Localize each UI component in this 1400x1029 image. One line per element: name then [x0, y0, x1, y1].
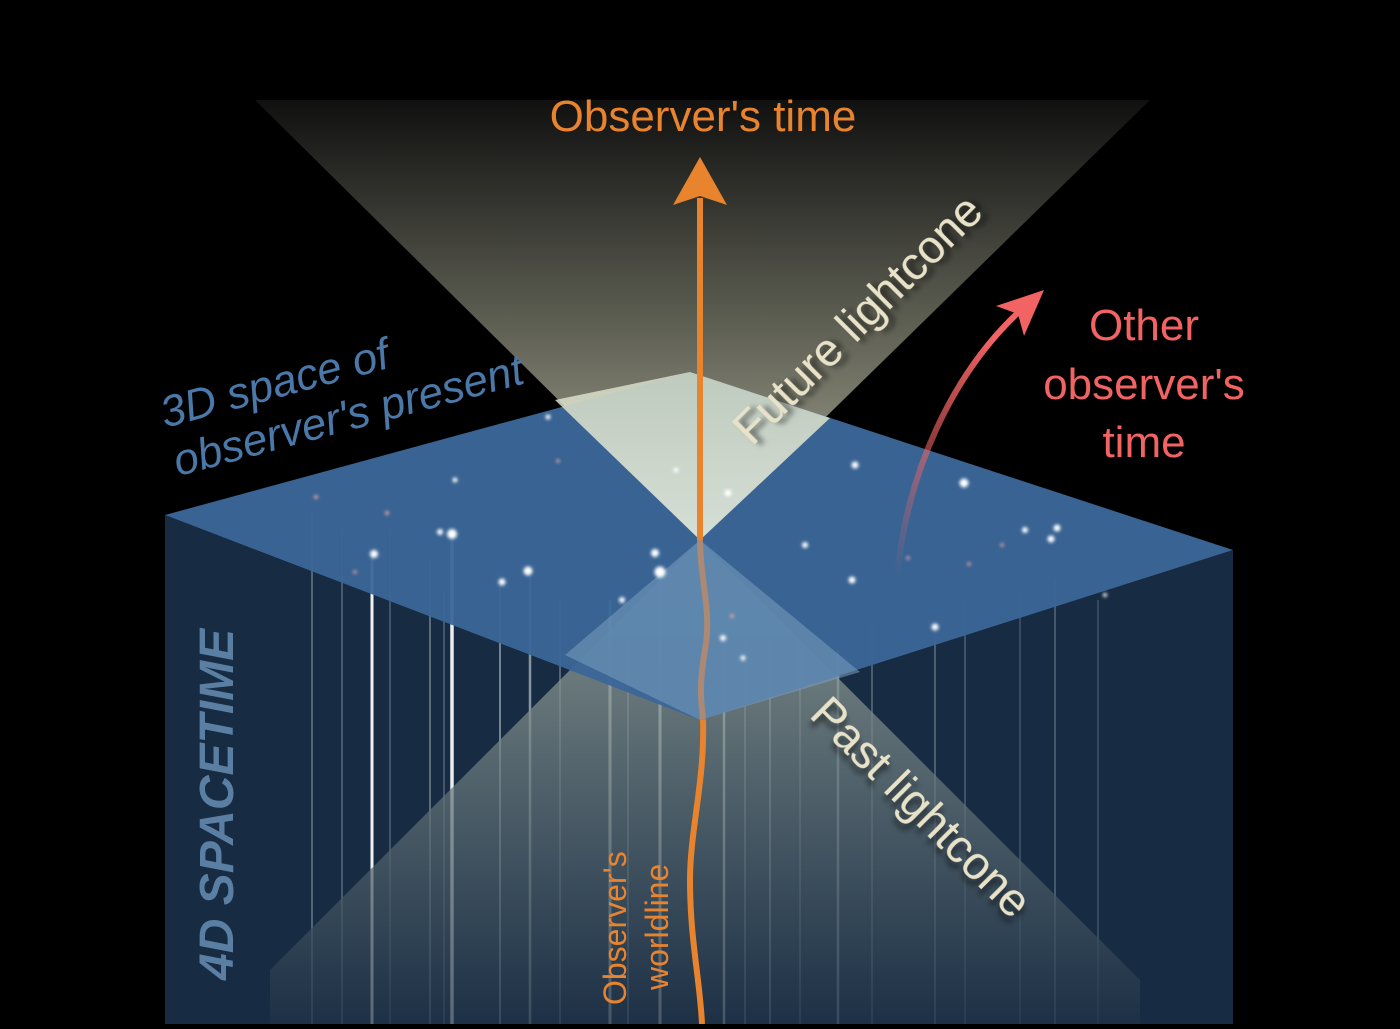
- spacetime-label: 4D SPACETIME: [191, 627, 244, 981]
- other-observer-time-arrow: [894, 290, 1044, 581]
- observer-time-label: Observer's time: [550, 92, 857, 141]
- worldline-label-line2: worldline: [639, 864, 675, 991]
- other-time-line3: time: [1102, 418, 1185, 467]
- worldline-label-line1: Observer's: [597, 851, 633, 1005]
- future-cone-through-plane: [555, 372, 830, 540]
- event-points: [314, 414, 1107, 661]
- observer-worldline: [686, 719, 707, 1025]
- observer-time-arrow: [673, 157, 727, 540]
- other-time-line2: observer's: [1043, 360, 1245, 409]
- past-lightcone-region: [270, 540, 1140, 1024]
- worldline-label: Observer's worldline: [597, 851, 675, 1005]
- observer-worldline-hidden: [697, 539, 711, 721]
- other-observer-time-label: Other observer's time: [1043, 301, 1245, 467]
- other-time-line1: Other: [1089, 301, 1199, 350]
- past-cone-on-plane: [565, 540, 860, 720]
